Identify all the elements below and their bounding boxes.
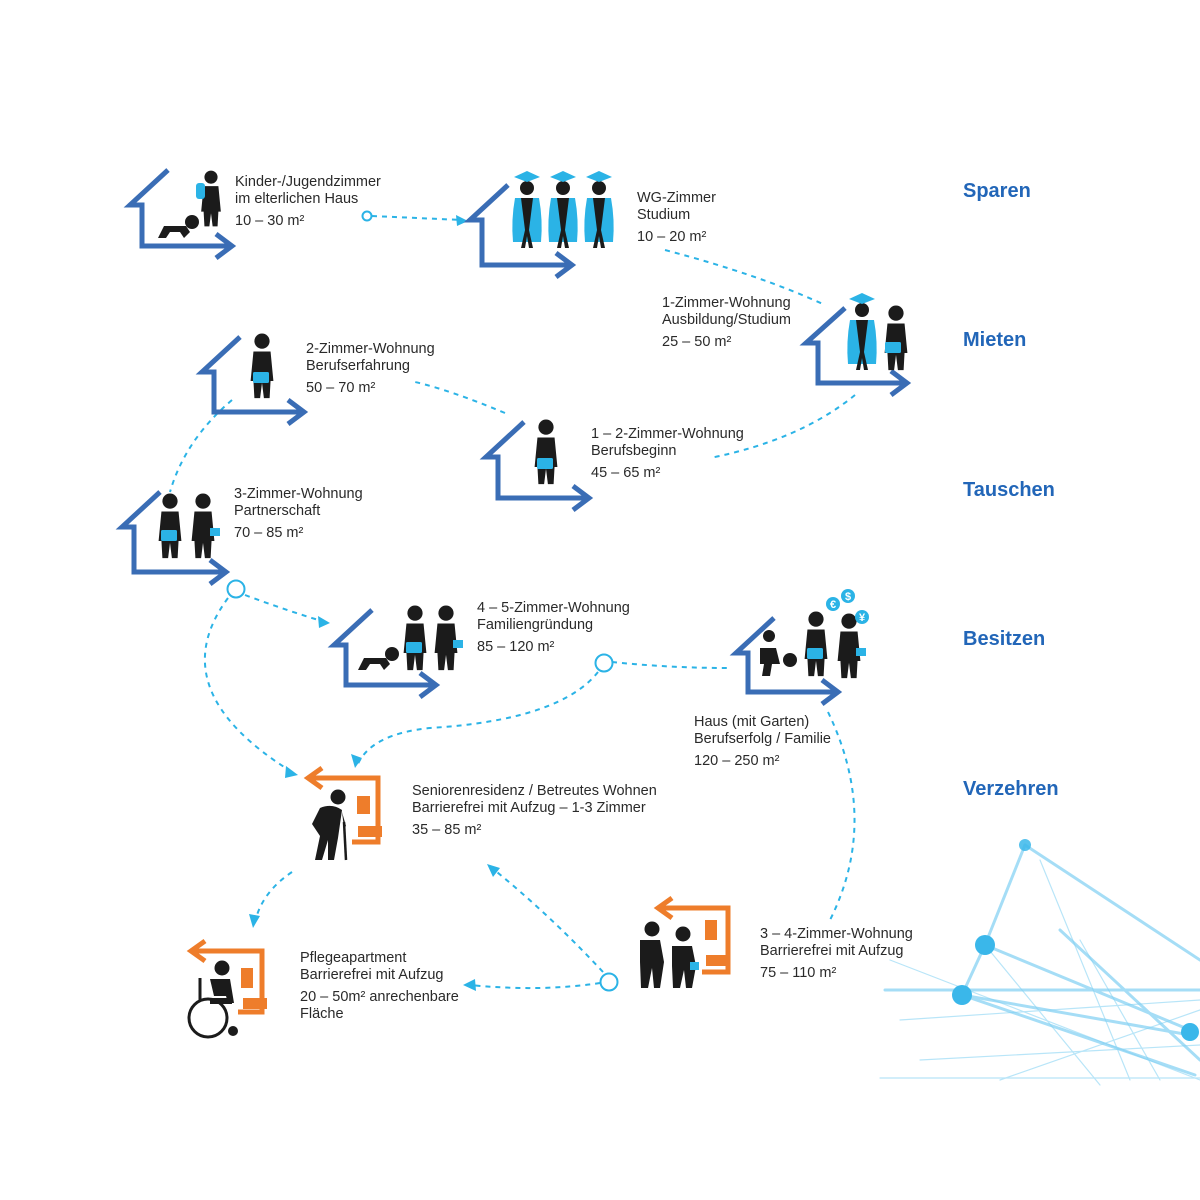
einzimmer-house-icon	[799, 293, 912, 397]
drei-house-icon	[115, 490, 231, 586]
backpack	[196, 183, 205, 199]
haus-house-icon: € $ ¥	[729, 589, 869, 706]
label-size: 10 – 20 m²	[637, 229, 707, 245]
link-zwei-drei	[169, 399, 233, 493]
link-einzwei-zwei	[414, 381, 506, 414]
label-line1: 1 – 2-Zimmer-Wohnung	[591, 426, 744, 442]
vierfuenf-house-icon	[327, 605, 463, 699]
label-line1: 1-Zimmer-Wohnung	[662, 295, 791, 311]
stage-tauschen: Tauschen	[963, 479, 1055, 501]
label-size-cont: Fläche	[300, 1006, 344, 1022]
label-size: 35 – 85 m²	[412, 822, 482, 838]
zwei-house-icon	[195, 333, 309, 426]
link-vierfuenf-haus	[611, 661, 729, 669]
label-line1: 4 – 5-Zimmer-Wohnung	[477, 600, 630, 616]
label-senioren: Seniorenresidenz / Betreutes Wohnen Barr…	[412, 783, 657, 839]
yen-icon: ¥	[859, 612, 866, 624]
wg-house-icon	[463, 171, 614, 279]
label-kinder: Kinder-/Jugendzimmer im elterlichen Haus…	[235, 174, 381, 230]
einzwei-house-icon	[479, 419, 594, 512]
label-einzimmer: 1-Zimmer-Wohnung Ausbildung/Studium 25 –…	[662, 295, 791, 351]
network-decoration-icon	[879, 839, 1200, 1086]
label-line2: Barrierefrei mit Aufzug	[760, 943, 904, 959]
label-line1: WG-Zimmer	[637, 190, 716, 206]
link-vierfuenf-senioren	[356, 671, 599, 767]
link-wg-einzimmer	[664, 249, 826, 306]
label-drei: 3-Zimmer-Wohnung Partnerschaft 70 – 85 m…	[234, 486, 363, 542]
euro-icon: €	[830, 599, 836, 611]
label-size: 85 – 120 m²	[477, 639, 555, 655]
label-pflege: Pflegeapartment Barrierefrei mit Aufzug …	[300, 950, 459, 1023]
baby-figure	[158, 215, 199, 238]
label-line1: Kinder-/Jugendzimmer	[235, 174, 381, 190]
label-line1: Seniorenresidenz / Betreutes Wohnen	[412, 783, 657, 799]
link-dreivier-pflege	[469, 982, 601, 990]
label-zwei: 2-Zimmer-Wohnung Berufserfahrung 50 – 70…	[306, 341, 435, 397]
link-drei-senioren	[204, 597, 293, 773]
label-size: 70 – 85 m²	[234, 525, 304, 541]
label-line2: Partnerschaft	[234, 503, 321, 519]
label-line1: Haus (mit Garten)	[694, 714, 810, 730]
label-einzwei: 1 – 2-Zimmer-Wohnung Berufsbeginn 45 – 6…	[591, 426, 744, 482]
label-haus: Haus (mit Garten) Berufserfolg / Familie…	[694, 714, 831, 770]
link-einzimmer-einzwei	[709, 394, 856, 459]
label-line2: Ausbildung/Studium	[662, 312, 791, 328]
label-line1: 3 – 4-Zimmer-Wohnung	[760, 926, 913, 942]
label-line1: 2-Zimmer-Wohnung	[306, 341, 435, 357]
kinder-house-icon	[123, 168, 237, 260]
label-size: 10 – 30 m²	[235, 213, 305, 229]
label-line2: Berufserfolg / Familie	[694, 731, 831, 747]
link-senioren-pflege	[254, 871, 293, 923]
label-line1: Pflegeapartment	[300, 950, 407, 966]
label-size: 50 – 70 m²	[306, 380, 376, 396]
label-line2: Barrierefrei mit Aufzug	[300, 967, 444, 983]
stage-verzehren: Verzehren	[963, 778, 1059, 800]
stage-sparen: Sparen	[963, 180, 1031, 202]
label-size: 20 – 50m² anrechenbare	[300, 989, 459, 1005]
label-size: 45 – 65 m²	[591, 465, 661, 481]
path-lines	[169, 215, 856, 990]
arrowheads	[249, 215, 500, 991]
label-size: 25 – 50 m²	[662, 334, 732, 350]
label-vierfuenf: 4 – 5-Zimmer-Wohnung Familiengründung 85…	[477, 600, 630, 656]
pflege-building-icon	[186, 938, 267, 1039]
path-nodes	[226, 210, 619, 992]
label-line2: im elterlichen Haus	[235, 191, 359, 207]
stage-besitzen: Besitzen	[963, 628, 1046, 650]
label-dreivier: 3 – 4-Zimmer-Wohnung Barrierefrei mit Au…	[760, 926, 913, 982]
senioren-building-icon	[303, 765, 382, 861]
link-dreivier-senioren	[491, 867, 604, 973]
label-size: 75 – 110 m²	[760, 965, 837, 981]
stage-mieten: Mieten	[963, 329, 1027, 351]
label-line2: Berufserfahrung	[306, 358, 410, 374]
label-line2: Familiengründung	[477, 617, 594, 633]
label-line1: 3-Zimmer-Wohnung	[234, 486, 363, 502]
label-line2: Barrierefrei mit Aufzug – 1-3 Zimmer	[412, 800, 646, 816]
dollar-icon: $	[845, 591, 851, 603]
child-figure	[201, 170, 221, 227]
currency-icons: € $ ¥	[826, 589, 869, 624]
label-line2: Berufsbeginn	[591, 443, 677, 459]
label-size: 120 – 250 m²	[694, 753, 780, 769]
dreivier-building-icon	[640, 895, 731, 988]
link-haus-dreivier	[827, 711, 856, 921]
label-line2: Studium	[637, 207, 691, 223]
link-kinder-wg	[371, 215, 463, 221]
label-wg: WG-Zimmer Studium 10 – 20 m²	[637, 190, 716, 246]
link-drei-vierfuenf	[244, 594, 326, 623]
